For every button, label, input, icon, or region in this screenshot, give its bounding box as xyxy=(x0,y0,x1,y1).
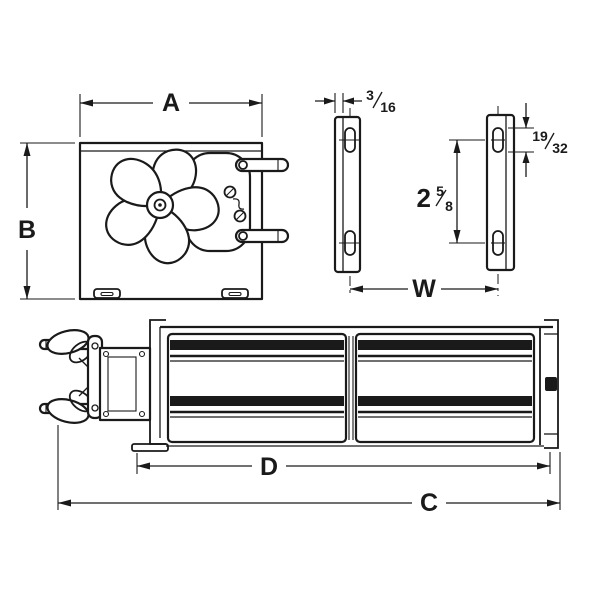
dim-a-label: A xyxy=(162,89,180,117)
slot-spacing-whole: 2 xyxy=(417,183,431,213)
dim-w: W xyxy=(350,275,498,303)
dim-w-label: W xyxy=(412,275,436,303)
lower-stud xyxy=(234,228,290,244)
thickness-numerator: 3 xyxy=(366,87,374,103)
dim-b: B xyxy=(18,142,75,300)
housing-feet xyxy=(93,288,249,299)
slot-length-numerator: 19 xyxy=(532,128,548,144)
fan-blade xyxy=(110,157,163,208)
hub-center xyxy=(158,203,162,207)
thickness-denominator: 16 xyxy=(380,99,396,115)
dim-c-label: C xyxy=(420,489,438,517)
blower-housing xyxy=(131,319,559,452)
dim-d-label: D xyxy=(260,453,278,481)
hub-inner xyxy=(153,198,167,212)
roller-section-1 xyxy=(166,332,348,444)
shaft-bearing xyxy=(545,377,557,391)
dim-b-label: B xyxy=(18,216,36,244)
motor-side xyxy=(38,329,152,424)
upper-stud xyxy=(234,157,290,173)
screw-head xyxy=(233,209,247,223)
dim-thickness: 3 16 xyxy=(315,87,396,115)
front-view: A B xyxy=(18,89,290,301)
slot-spacing-numerator: 5 xyxy=(436,183,444,199)
slot-length-denominator: 32 xyxy=(552,140,568,156)
dim-d: D xyxy=(136,452,551,481)
bracket-plate xyxy=(485,113,516,272)
dim-slot-length: 19 32 xyxy=(508,103,568,177)
wire-hook xyxy=(232,198,245,210)
bracket-left xyxy=(333,108,362,296)
screw-head xyxy=(223,185,237,199)
impeller xyxy=(105,148,220,265)
roller-section-2 xyxy=(354,332,536,444)
dim-slot-spacing: 2 5 8 xyxy=(417,139,485,244)
slot-spacing-denominator: 8 xyxy=(445,198,453,214)
mounting-foot xyxy=(131,443,169,452)
left-bracket xyxy=(149,319,166,445)
bracket-right xyxy=(485,106,516,296)
dim-a: A xyxy=(79,89,263,137)
dim-c: C xyxy=(57,425,561,517)
side-view: D C xyxy=(38,319,561,517)
bracket-view: 3 16 19 32 2 5 8 xyxy=(315,87,568,303)
right-bracket xyxy=(539,319,559,449)
